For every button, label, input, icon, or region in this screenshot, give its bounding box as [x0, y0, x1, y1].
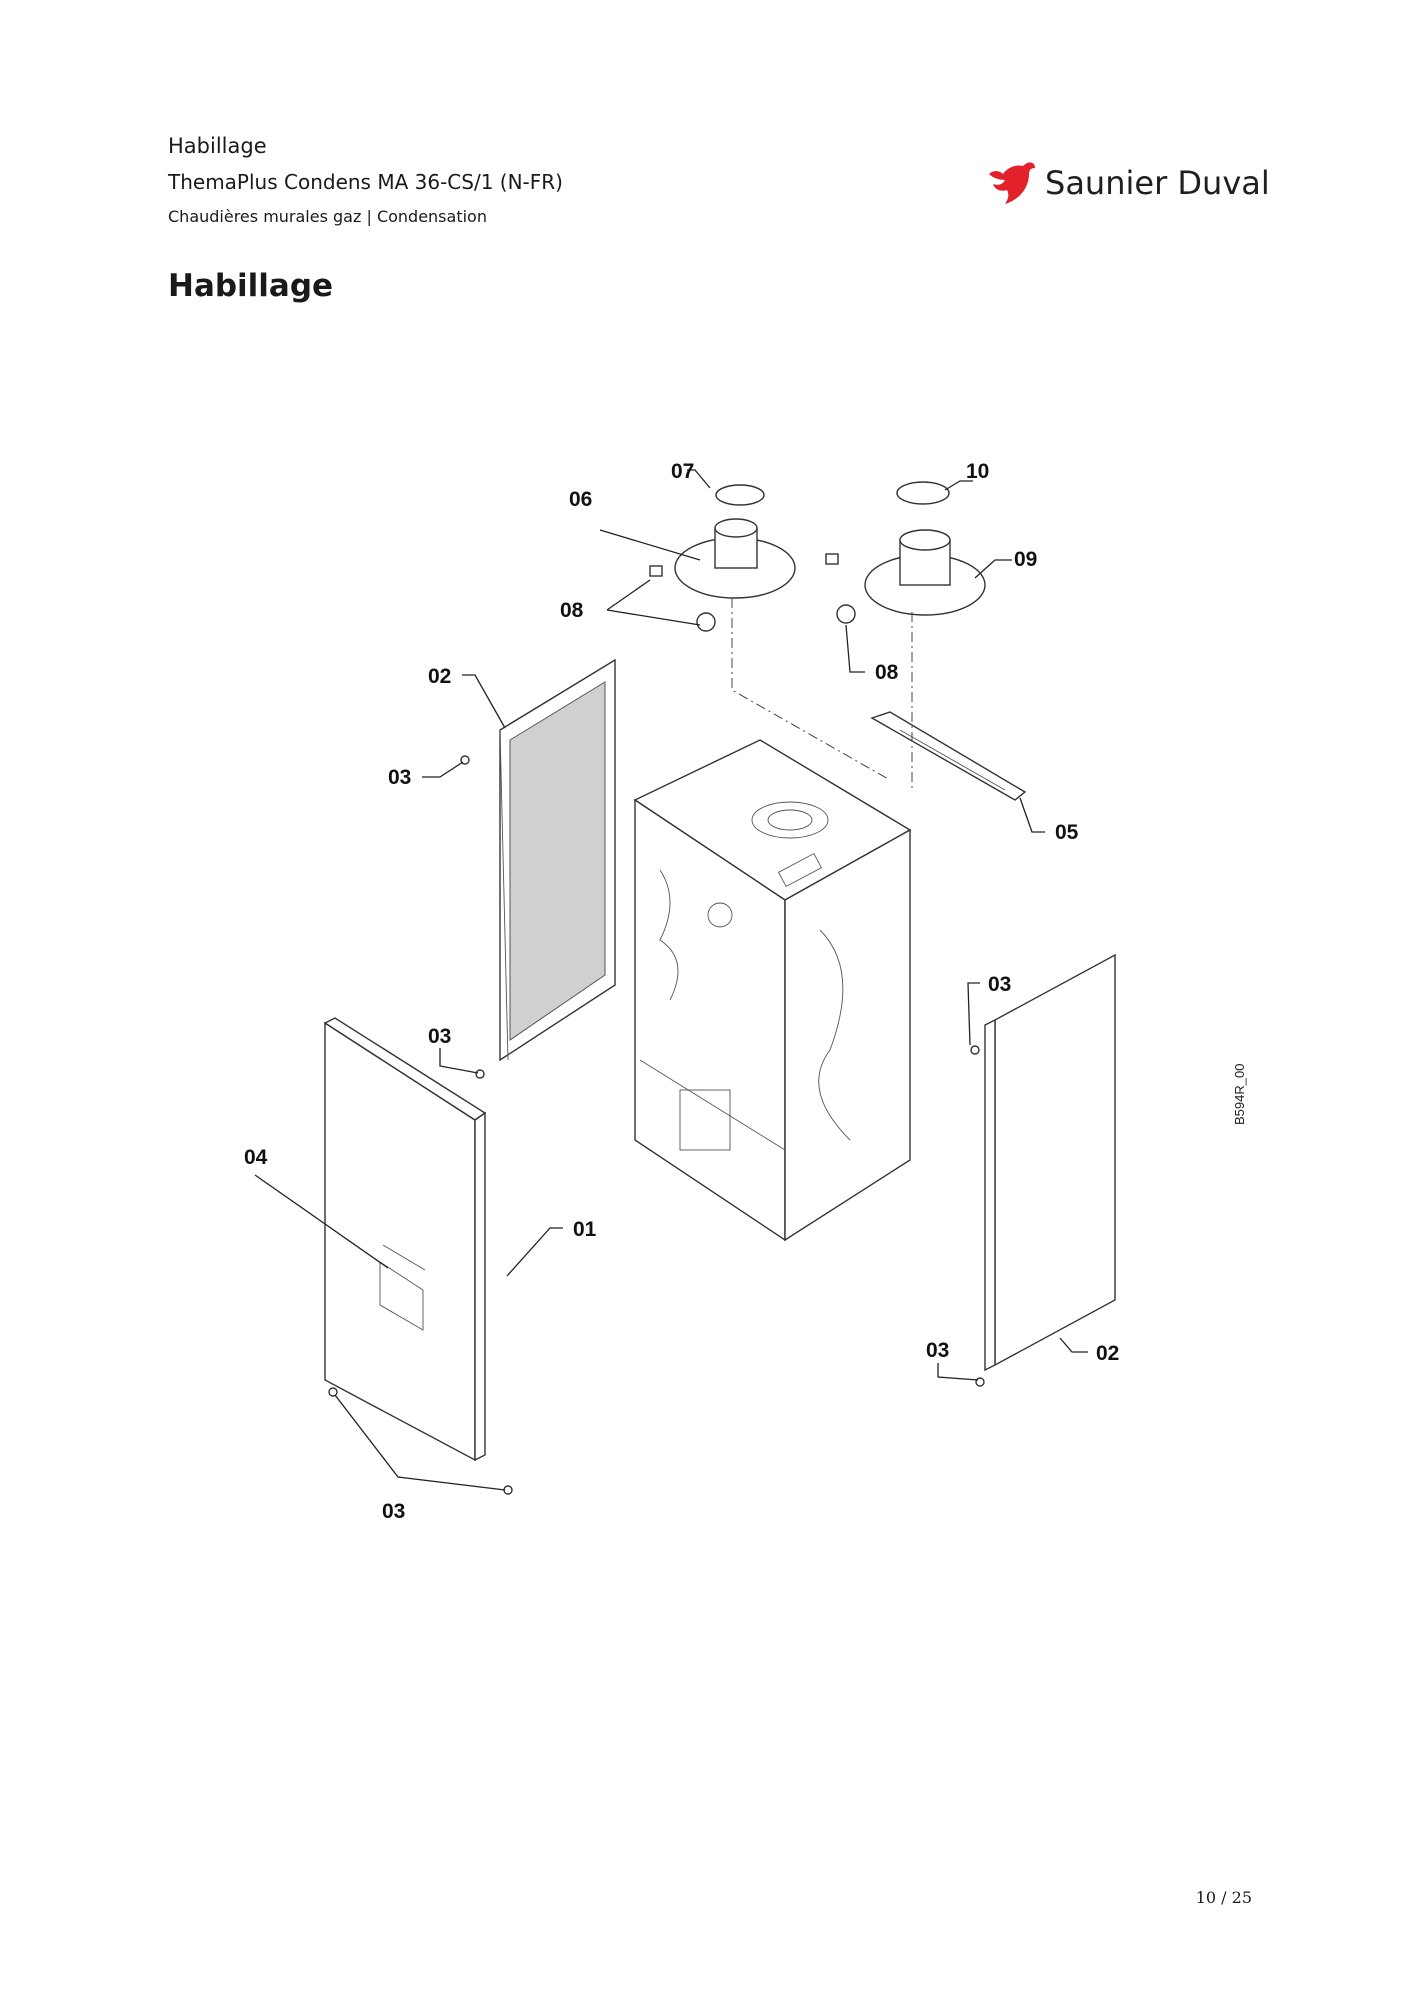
brand-name: Saunier Duval	[1045, 164, 1270, 202]
screw	[970, 1045, 980, 1055]
screw	[975, 1377, 985, 1387]
plug-left	[649, 565, 663, 577]
screw	[475, 1069, 485, 1079]
header-section: Habillage	[168, 134, 267, 158]
callout-07: 07	[671, 460, 694, 483]
callout-03-top: 03	[388, 766, 411, 789]
top-bracket	[870, 711, 1027, 801]
callout-03-bottom: 03	[382, 1500, 405, 1523]
callout-10: 10	[966, 460, 989, 483]
cap-right	[836, 604, 856, 624]
brand-logo: Saunier Duval	[985, 154, 1270, 216]
callout-02-top: 02	[428, 665, 451, 688]
flue-adapter-left	[674, 484, 796, 599]
flue-adapter-right	[864, 481, 986, 616]
leader-lines	[254, 469, 1088, 1491]
callout-06: 06	[569, 488, 592, 511]
boiler-body	[633, 739, 912, 1242]
left-side-panel	[499, 658, 616, 1062]
callout-09: 09	[1014, 548, 1037, 571]
page-title: Habillage	[168, 268, 334, 304]
screw	[503, 1485, 513, 1495]
callout-08-right: 08	[875, 661, 899, 684]
cap-left	[696, 612, 716, 632]
drawing-code: B594R_00	[1232, 1064, 1247, 1125]
page-number: 10 / 25	[1195, 1888, 1252, 1907]
callout-08-left: 08	[560, 599, 584, 622]
front-panel	[323, 1017, 487, 1462]
header-category: Chaudières murales gaz | Condensation	[168, 207, 487, 226]
callout-04: 04	[244, 1146, 268, 1169]
header-product: ThemaPlus Condens MA 36-CS/1 (N-FR)	[168, 170, 563, 194]
screw	[328, 1387, 338, 1397]
right-side-panel	[984, 953, 1116, 1372]
callout-03-right: 03	[988, 973, 1011, 996]
bird-logo-icon	[989, 162, 1035, 204]
callout-01: 01	[573, 1218, 597, 1241]
callout-02-right: 02	[1096, 1342, 1119, 1365]
callout-03-lower-right: 03	[926, 1339, 949, 1362]
plug-right	[825, 553, 839, 565]
callout-03-mid: 03	[428, 1025, 451, 1048]
callout-05: 05	[1055, 821, 1079, 844]
